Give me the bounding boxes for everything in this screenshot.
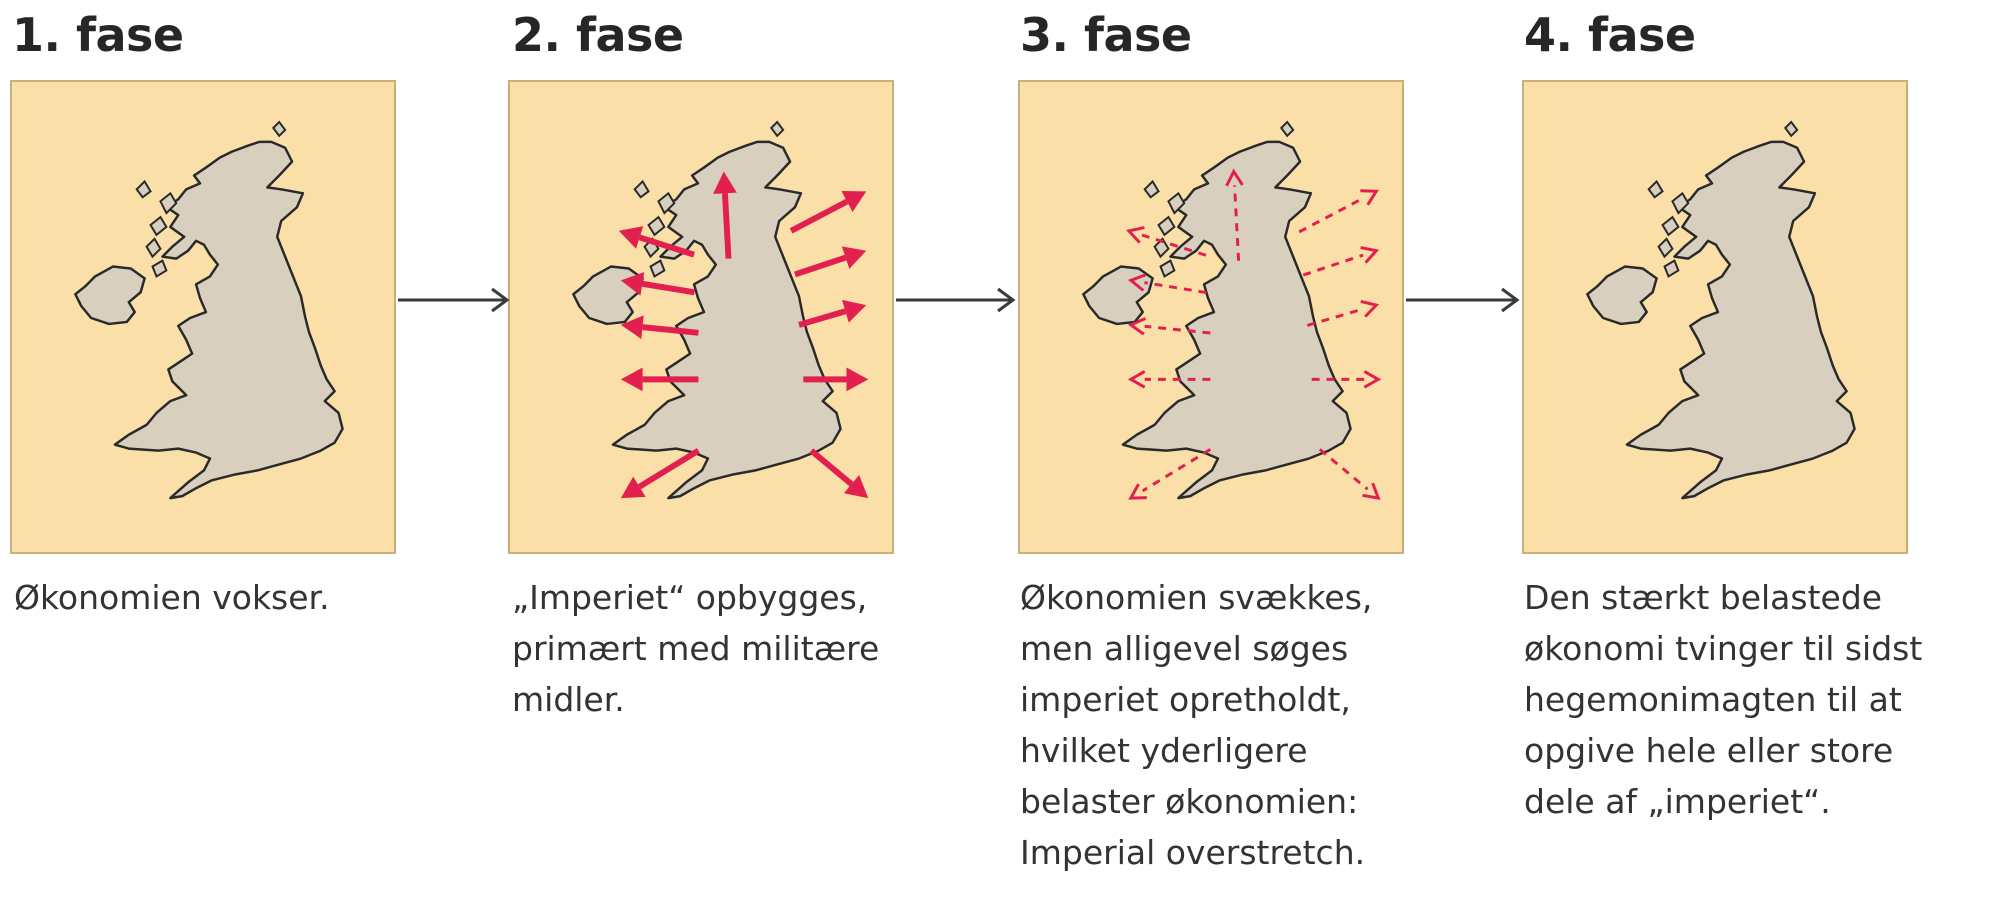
flow-arrow-1-2 xyxy=(398,287,510,313)
island-shape xyxy=(769,120,785,138)
dashed-expansion-arrow xyxy=(1126,226,1207,257)
phase-2-caption: „Imperiet“ opbygges, primært med militær… xyxy=(512,578,880,719)
phase-3-panel xyxy=(1018,80,1404,554)
dashed-expansion-arrow xyxy=(1127,370,1211,389)
dashed-expansion-arrow xyxy=(1302,246,1380,277)
island-shape xyxy=(1167,191,1186,215)
phase-4-caption: Den stærkt belastede økonomi tvinger til… xyxy=(1524,578,1923,821)
great-britain-shape xyxy=(113,140,344,500)
phase-3-title: 3. fase xyxy=(1020,8,1192,62)
phase-1-panel xyxy=(10,80,396,554)
island-shape xyxy=(1279,120,1295,138)
ireland-shape xyxy=(1586,265,1658,326)
island-shape xyxy=(135,179,152,199)
dashed-expansion-arrow xyxy=(1127,317,1211,336)
island-shape xyxy=(1671,191,1690,215)
island-shape xyxy=(1143,179,1160,199)
expansion-arrow xyxy=(789,190,867,234)
expansion-arrow xyxy=(798,299,867,328)
island-shape xyxy=(1159,259,1176,278)
ireland-shape xyxy=(1082,265,1154,326)
expansion-arrow xyxy=(809,448,869,499)
island-shape xyxy=(151,259,168,278)
expansion-arrow xyxy=(794,246,867,278)
phase-3-caption: Økonomien svækkes, men alligevel søges i… xyxy=(1020,578,1373,872)
phase-4-title: 4. fase xyxy=(1524,8,1696,62)
island-shape xyxy=(657,191,676,215)
phase-2-title: 2. fase xyxy=(512,8,684,62)
island-shape xyxy=(1657,237,1674,259)
island-shape xyxy=(145,237,162,259)
flow-arrow-3-4 xyxy=(1406,287,1520,313)
dashed-expansion-arrow xyxy=(1311,370,1382,389)
island-shape xyxy=(647,215,666,237)
expansion-arrow xyxy=(620,315,699,339)
expansion-arrow xyxy=(618,226,695,258)
phase-2-map xyxy=(572,120,869,500)
island-shape xyxy=(1661,215,1680,237)
expansion-arrow xyxy=(620,272,695,296)
great-britain-shape xyxy=(1121,140,1352,500)
island-shape xyxy=(1663,259,1680,278)
expansion-arrow xyxy=(620,448,700,499)
dashed-expansion-arrow xyxy=(1306,299,1380,327)
island-shape xyxy=(649,259,666,278)
island-shape xyxy=(1647,179,1664,199)
phase-4-panel xyxy=(1522,80,1908,554)
flow-arrow-2-3 xyxy=(896,287,1016,313)
ireland-shape xyxy=(572,265,644,326)
island-shape xyxy=(633,179,650,199)
dashed-expansion-arrow xyxy=(1225,168,1244,261)
phase-1-title: 1. fase xyxy=(12,8,184,62)
phase-2-panel xyxy=(508,80,894,554)
dashed-expansion-arrow xyxy=(1127,273,1207,295)
phase-4-map xyxy=(1586,120,1856,500)
phase-1-caption: Økonomien vokser. xyxy=(14,578,330,617)
dashed-expansion-arrow xyxy=(1318,448,1381,501)
great-britain-shape xyxy=(611,140,842,500)
island-shape xyxy=(159,191,178,215)
expansion-arrow xyxy=(713,171,737,259)
dashed-expansion-arrow xyxy=(1128,448,1212,500)
phase-3-map xyxy=(1082,120,1382,501)
expansion-arrow xyxy=(803,367,869,392)
island-shape xyxy=(271,120,287,138)
dashed-expansion-arrow xyxy=(1298,189,1379,234)
great-britain-shape xyxy=(1625,140,1856,500)
ireland-shape xyxy=(74,265,146,326)
island-shape xyxy=(149,215,168,237)
phase-1-map xyxy=(74,120,344,500)
island-shape xyxy=(1783,120,1799,138)
island-shape xyxy=(1157,215,1176,237)
expansion-arrow xyxy=(620,367,699,392)
